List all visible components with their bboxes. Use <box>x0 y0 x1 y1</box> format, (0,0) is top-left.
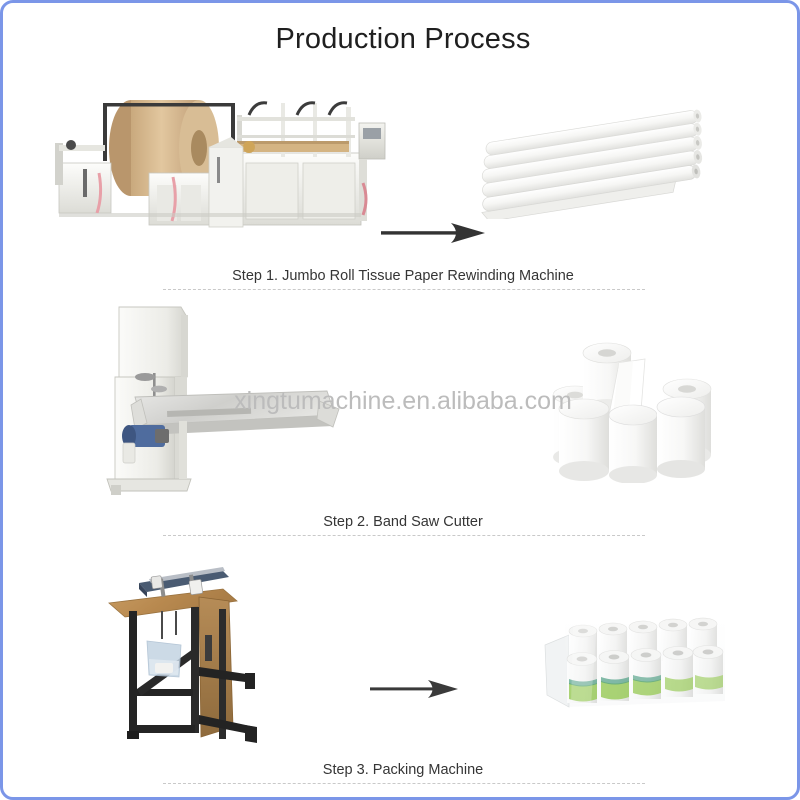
step-3-divider <box>163 783 645 784</box>
step-row-1: Step 1. Jumbo Roll Tissue Paper Rewindin… <box>3 81 797 291</box>
process-arrow-2 <box>360 675 464 703</box>
cut-tissue-rolls-image <box>545 333 725 483</box>
step-3-caption: Step 3. Packing Machine <box>322 762 484 778</box>
step-2-media <box>3 291 797 698</box>
jumbo-roll-rewinding-machine-image <box>41 85 391 250</box>
process-arrow-1 <box>381 219 485 247</box>
step-1-media <box>3 81 797 253</box>
step-3-media <box>3 543 797 754</box>
packing-machine-image <box>103 549 373 754</box>
paper-log-rolls-image <box>471 99 733 219</box>
step-row-2: Step 2. Band Saw Cutter <box>3 291 797 698</box>
step-2-caption: Step 2. Band Saw Cutter <box>323 514 483 530</box>
step-2-divider <box>163 535 645 536</box>
packed-tissue-bundle-image <box>543 609 729 719</box>
page-title: Production Process <box>275 23 531 55</box>
step-1-divider <box>163 289 645 290</box>
step-row-3: Step 3. Packing Machine <box>3 543 797 791</box>
step-1-caption: Step 1. Jumbo Roll Tissue Paper Rewindin… <box>232 268 574 284</box>
band-saw-cutter-image <box>95 293 375 503</box>
